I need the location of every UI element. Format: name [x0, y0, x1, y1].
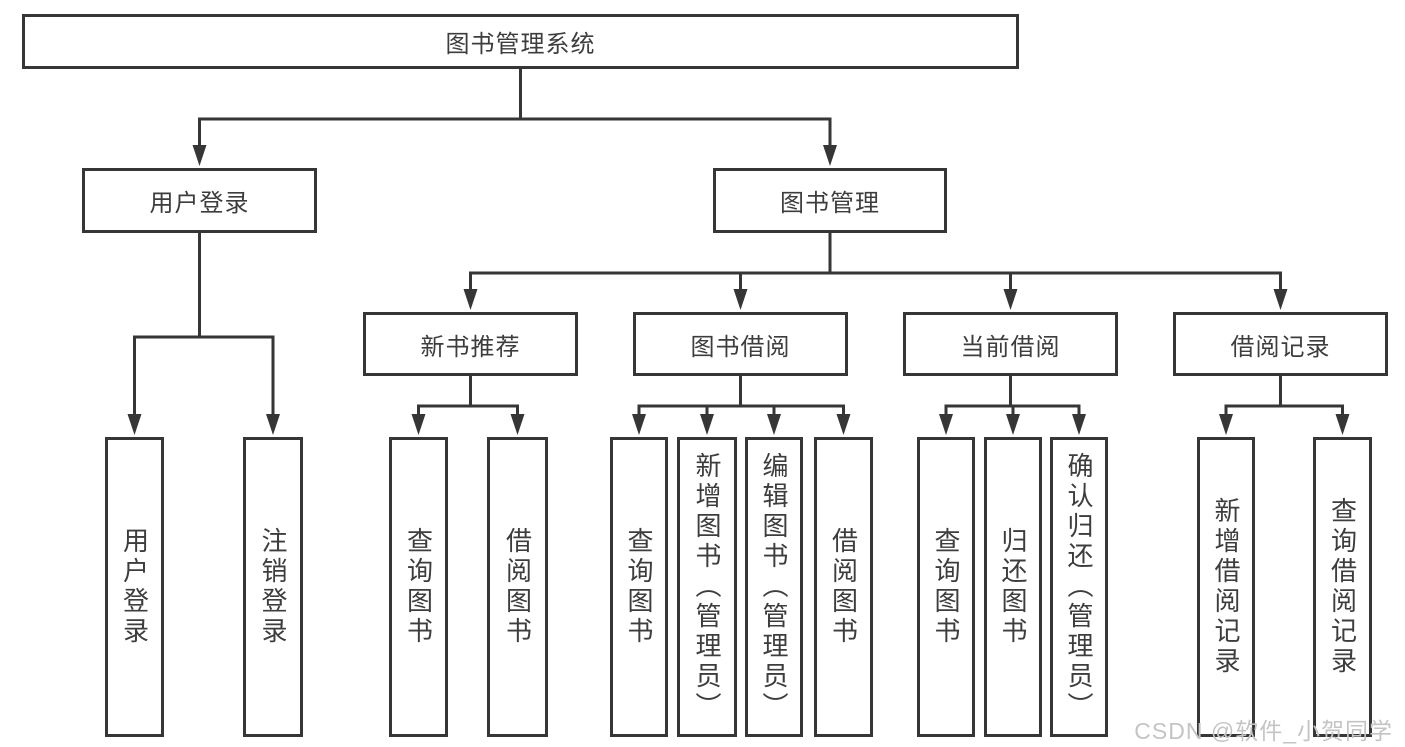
- node-label: 借阅记录: [1230, 333, 1331, 361]
- node-label: 新增借阅记录: [1211, 497, 1241, 677]
- node-new-book-recommend: 新书推荐: [363, 312, 578, 376]
- arrowhead: [939, 414, 953, 435]
- arrowhead: [127, 414, 142, 435]
- arrowhead: [1003, 289, 1018, 310]
- leaf-edit-books-admin: 编辑图书（管理员）: [745, 437, 803, 737]
- node-label: 编辑图书（管理员）: [759, 452, 789, 722]
- node-borrowing-records: 借阅记录: [1173, 312, 1388, 376]
- leaf-borrow-books-recommend: 借阅图书: [487, 437, 548, 737]
- node-label: 用户登录: [149, 190, 250, 217]
- arrowhead: [1335, 414, 1350, 435]
- arrowhead: [411, 414, 426, 435]
- arrowhead: [192, 145, 207, 166]
- arrowhead: [836, 414, 851, 435]
- arrowhead: [1006, 414, 1020, 435]
- node-label: 用户登录: [119, 527, 150, 647]
- node-label: 查询图书: [403, 527, 434, 647]
- node-label: 注销登录: [258, 527, 288, 647]
- node-label: 归还图书: [998, 527, 1028, 647]
- node-label: 新书推荐: [420, 333, 521, 361]
- node-label: 借阅图书: [502, 527, 533, 647]
- arrowhead: [1072, 414, 1086, 435]
- node-label: 图书借阅: [690, 333, 791, 361]
- node-label: 借阅图书: [828, 527, 859, 647]
- node-label: 图书管理系统: [445, 31, 596, 58]
- node-user-login: 用户登录: [82, 168, 317, 233]
- node-label: 当前借阅: [960, 333, 1061, 361]
- leaf-query-books-borrowing: 查询图书: [610, 437, 668, 737]
- node-library-management-system: 图书管理系统: [22, 14, 1019, 69]
- leaf-query-borrow-record: 查询借阅记录: [1313, 437, 1372, 737]
- arrowhead: [510, 414, 525, 435]
- arrowhead: [632, 414, 646, 435]
- watermark: CSDN @软件_小贺同学: [1134, 718, 1393, 744]
- arrowhead: [767, 414, 781, 435]
- node-book-borrowing: 图书借阅: [633, 312, 848, 376]
- node-label: 查询借阅记录: [1327, 497, 1358, 677]
- leaf-confirm-return-admin: 确认归还（管理员）: [1050, 437, 1108, 737]
- arrowhead: [700, 414, 714, 435]
- node-book-management: 图书管理: [713, 168, 947, 233]
- leaf-add-borrow-record: 新增借阅记录: [1197, 437, 1255, 737]
- node-label: 确认归还（管理员）: [1064, 452, 1094, 722]
- leaf-query-books-current: 查询图书: [917, 437, 975, 737]
- arrowhead: [823, 145, 837, 166]
- leaf-add-books-admin: 新增图书（管理员）: [677, 437, 737, 737]
- node-label: 查询图书: [624, 527, 654, 647]
- node-label: 新增图书（管理员）: [692, 452, 722, 722]
- arrowhead: [266, 414, 280, 435]
- leaf-borrow-books: 借阅图书: [814, 437, 873, 737]
- arrowhead: [1219, 414, 1233, 435]
- node-label: 查询图书: [931, 527, 961, 647]
- leaf-return-books: 归还图书: [984, 437, 1042, 737]
- arrowhead: [733, 289, 748, 310]
- arrowheads: [127, 145, 1350, 435]
- leaf-user-login: 用户登录: [105, 437, 164, 737]
- arrowhead: [1273, 289, 1288, 310]
- node-label: 图书管理: [780, 190, 880, 217]
- leaf-logout: 注销登录: [243, 437, 303, 737]
- arrowhead: [463, 289, 478, 310]
- leaf-query-books-recommend: 查询图书: [389, 437, 448, 737]
- node-current-borrowing: 当前借阅: [903, 312, 1118, 376]
